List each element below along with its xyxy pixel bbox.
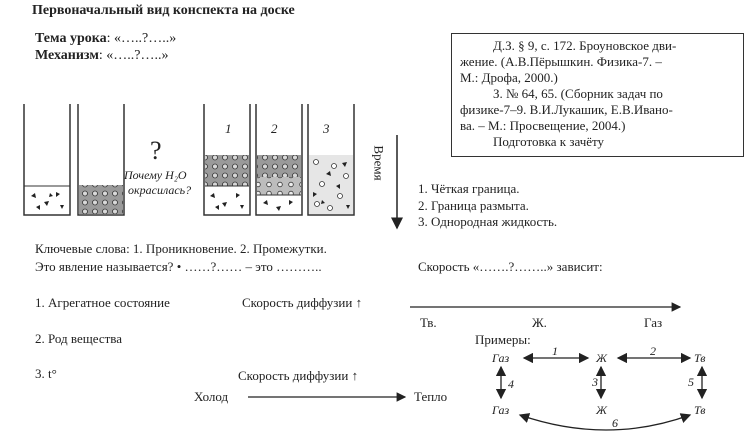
beaker-3: [307, 104, 355, 216]
homework-line: М.: Дрофа, 2000.): [460, 70, 558, 85]
examples-title: Примеры:: [475, 332, 531, 347]
cold-label: Холод: [194, 389, 229, 404]
state-liquid: Ж.: [532, 315, 547, 330]
warm-label: Тепло: [414, 389, 448, 404]
beaker-number-3: 3: [323, 121, 330, 136]
arrow-number-3: 3: [592, 375, 598, 389]
arrow-number-6: 6: [612, 416, 618, 430]
arrow-number-2: 2: [650, 344, 656, 358]
example-bottom-gas: Газ: [492, 403, 510, 417]
factor-1: 1. Агрегатное состояние: [35, 295, 170, 310]
example-bottom-liquid: Ж: [596, 403, 607, 417]
homework-box: Д.З. § 9, с. 172. Броуновское дви- жение…: [451, 33, 744, 157]
arrow-number-1: 1: [552, 344, 558, 358]
beaker-2: [255, 104, 303, 216]
outcome-3: 3. Однородная жидкость.: [418, 214, 558, 229]
beaker-number-2: 2: [271, 121, 278, 136]
example-bottom-solid: Тв: [694, 403, 706, 417]
lesson-mechanism: Механизм: «…..?…..»: [35, 48, 168, 64]
time-label: Время: [371, 145, 387, 181]
lesson-topic: Тема урока: «…..?…..»: [35, 31, 176, 47]
example-top-solid: Тв: [694, 351, 706, 365]
factor-3: 3. t°: [35, 366, 57, 381]
state-solid: Тв.: [420, 315, 437, 330]
mechanism-label: Механизм: [35, 48, 99, 63]
beaker-1: [203, 104, 251, 216]
speed-depends-question: Скорость «…….?……..» зависит:: [418, 259, 603, 274]
beaker-with-particles: [77, 104, 125, 216]
topic-value: : «…..?…..»: [106, 31, 177, 46]
question-line-1: Почему H₂O: [124, 168, 187, 182]
beaker-water-only: [23, 104, 71, 216]
keywords-line: Ключевые слова: 1. Проникновение. 2. Про…: [35, 241, 327, 256]
question-line-2: окрасилась?: [128, 183, 192, 197]
arrow-number-5: 5: [688, 375, 694, 389]
examples-arrows: [495, 352, 708, 431]
speed-label-1: Скорость диффузии ↑: [242, 295, 363, 310]
beaker-number-1: 1: [225, 121, 232, 136]
example-top-gas: Газ: [492, 351, 510, 365]
topic-label: Тема урока: [35, 31, 107, 46]
homework-line: З. № 64, 65. (Сборник задач по: [493, 86, 663, 101]
state-gas: Газ: [644, 315, 663, 330]
speed-label-2: Скорость диффузии ↑: [238, 368, 359, 383]
homework-line: Подготовка к зачёту: [493, 134, 605, 149]
outcome-2: 2. Граница размыта.: [418, 198, 529, 213]
homework-line-text: жение. (А.В.Пёрышкин. Физика-7. –: [460, 54, 662, 69]
factor-2: 2. Род вещества: [35, 331, 123, 346]
arrow-number-4: 4: [508, 377, 514, 391]
question-mark: ?: [150, 136, 162, 165]
page-title: Первоначальный вид конспекта на доске: [32, 3, 295, 18]
homework-line: физике-7–9. В.И.Лукашик, Е.В.Ивано-: [460, 102, 673, 117]
homework-line: Д.З. § 9, с. 172. Броуновское дви-: [493, 38, 677, 53]
example-top-liquid: Ж: [596, 351, 607, 365]
mechanism-value: : «…..?…..»: [98, 48, 169, 63]
outcome-1: 1. Чёткая граница.: [418, 181, 520, 196]
homework-line: жение. (А.В.Пёрышкин. Физика-7. –: [460, 54, 662, 70]
phenomenon-question: Это явление называется? • ……?…… – это ………: [35, 259, 322, 274]
homework-line: ва. – М.: Просвещение, 2004.): [460, 118, 626, 133]
